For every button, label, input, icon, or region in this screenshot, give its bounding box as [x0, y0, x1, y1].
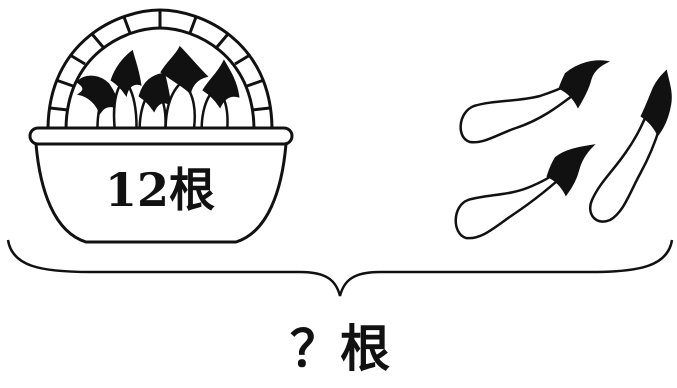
basket-count-label: 12根 [105, 163, 215, 217]
basket-handle [46, 8, 274, 131]
loose-eggplants [454, 60, 672, 240]
total-brace [6, 239, 674, 297]
basket: 12根 [28, 8, 294, 244]
loose-eggplant [454, 144, 596, 240]
total-question-label: ？根 [290, 319, 390, 378]
loose-eggplant [459, 60, 610, 144]
eggplant-in-basket [160, 45, 209, 142]
loose-eggplant [589, 69, 672, 223]
eggplant-in-basket [110, 49, 142, 142]
basket-body [34, 142, 288, 244]
basket-rim [28, 126, 294, 146]
basket-eggplants [76, 45, 240, 142]
